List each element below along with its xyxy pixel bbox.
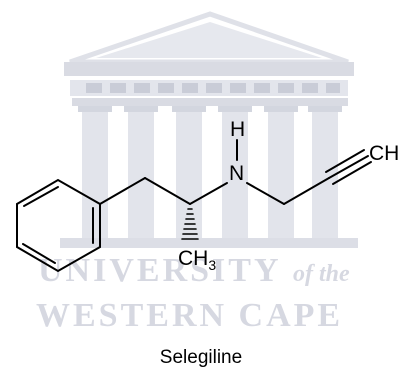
atom-amine-hydrogen: H [230, 118, 245, 141]
watermark-base [60, 238, 358, 248]
watermark-line2: WESTERN CAPE [36, 297, 343, 334]
bond-ring-ch2 [99, 177, 146, 205]
watermark-frieze-blocks [86, 83, 340, 93]
bond-ch2-c [283, 177, 330, 205]
university-watermark [60, 11, 358, 248]
bond-ch-n [189, 182, 228, 205]
watermark-columns [82, 108, 338, 238]
bond-ch2-ch [144, 177, 191, 205]
atom-nitrogen: N [229, 162, 244, 185]
benzene-double-bonds [22, 186, 94, 264]
watermark-text: UNIVERSITY of the WESTERN CAPE [36, 252, 350, 334]
triple-bond [325, 149, 372, 185]
watermark-line1: UNIVERSITY [38, 252, 282, 289]
atom-labels: N H CH CH3 [178, 118, 399, 273]
watermark-entablature [64, 62, 354, 76]
bond-n-ch2 [246, 182, 285, 205]
atom-terminal-ch: CH [369, 142, 399, 165]
atom-methyl: CH3 [178, 247, 216, 273]
benzene-ring [16, 178, 101, 273]
hashed-wedge-bond [181, 208, 199, 240]
watermark-pediment-inner [96, 22, 322, 58]
molecule-caption: Selegiline [160, 347, 242, 368]
molecule-structure [16, 139, 372, 273]
methyl-subscript: 3 [208, 257, 216, 273]
watermark-line1-suffix: of the [293, 261, 350, 287]
methyl-c: CH [178, 247, 208, 270]
